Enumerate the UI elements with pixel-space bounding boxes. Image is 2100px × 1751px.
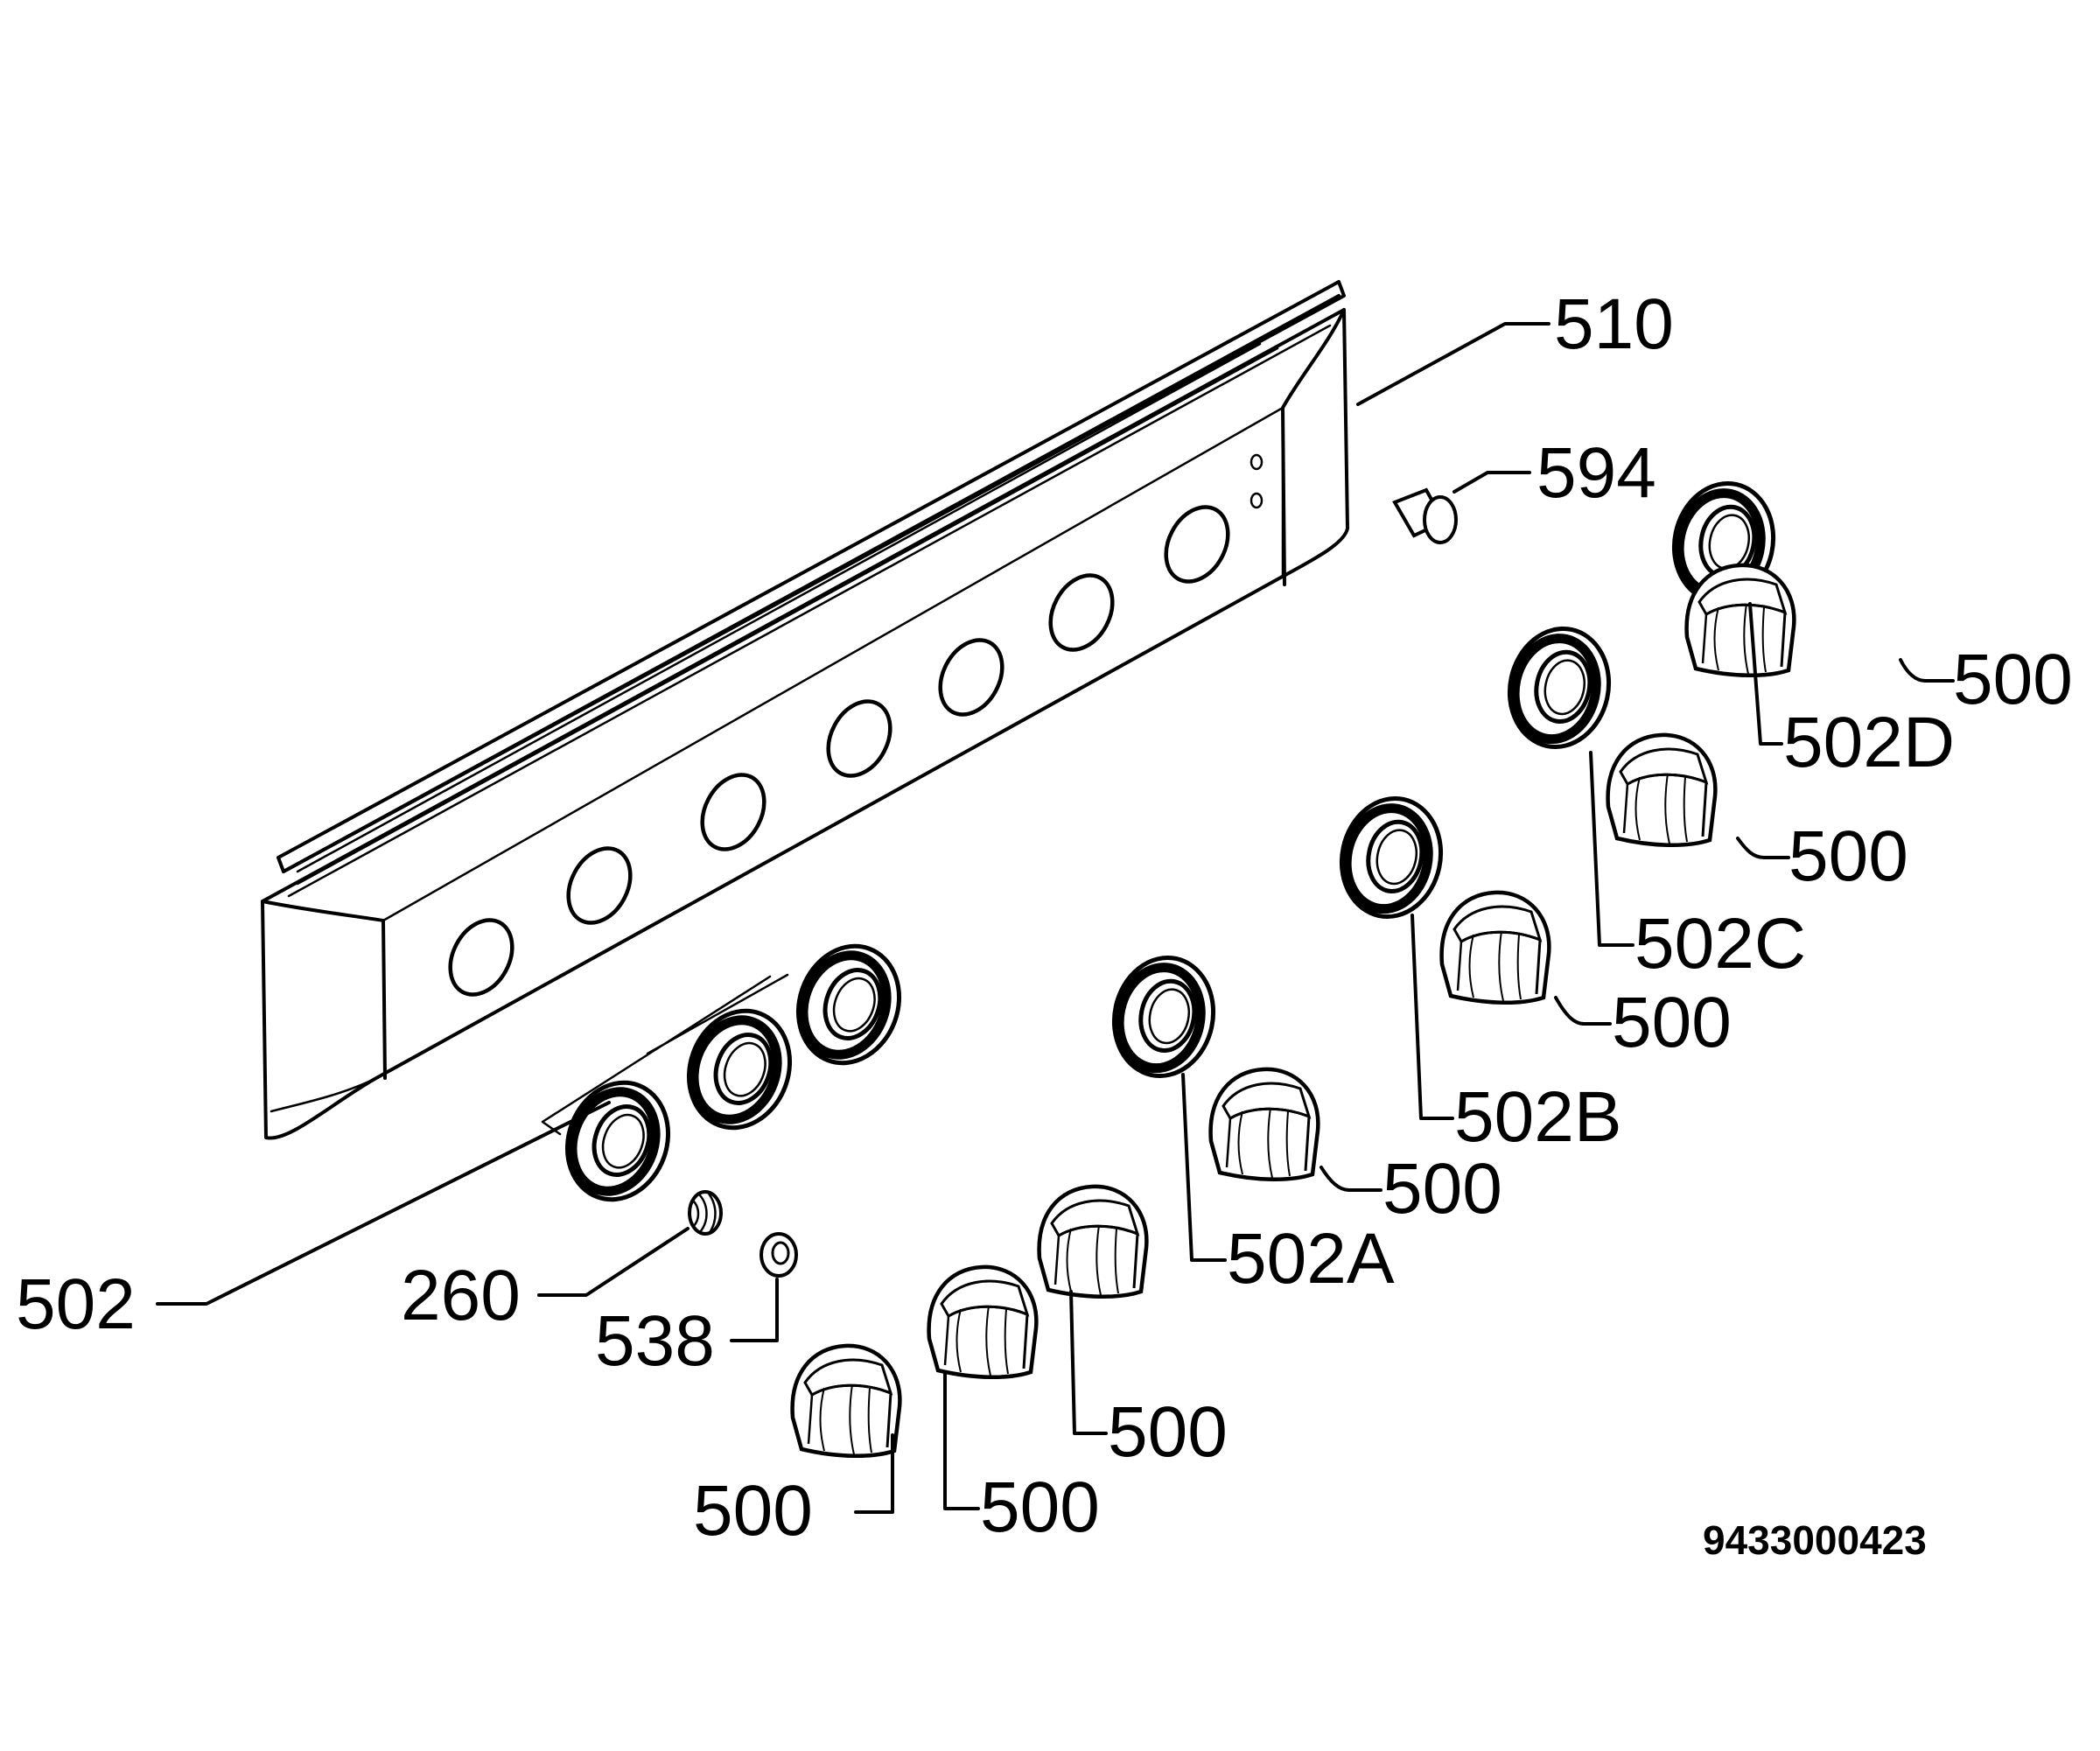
callout-502c: 502C (1634, 904, 1806, 984)
callout-500-4: 500 (1382, 1149, 1502, 1229)
bezel-502b (1331, 789, 1452, 926)
callout-502a: 502A (1227, 1219, 1395, 1299)
bezel-group-502 (551, 932, 915, 1214)
callout-510: 510 (1554, 284, 1674, 364)
callout-500-2: 500 (1788, 816, 1908, 896)
indicator-lamp (1392, 487, 1458, 544)
callout-260: 260 (401, 1256, 521, 1335)
bezel-502a (1103, 949, 1224, 1085)
callout-594: 594 (1536, 433, 1656, 513)
drawing-number: 9433000423 (1703, 1517, 1927, 1563)
callout-538: 538 (595, 1301, 715, 1381)
callout-500-5: 500 (1108, 1392, 1228, 1472)
control-panel (261, 280, 1349, 1140)
callout-500-7: 500 (693, 1471, 813, 1551)
bezel-502c (1499, 620, 1620, 756)
callout-502d: 502D (1783, 703, 1955, 782)
callout-502: 502 (16, 1264, 136, 1344)
callout-502b: 502B (1454, 1077, 1622, 1157)
bush-part (760, 1232, 798, 1278)
callout-500-3: 500 (1612, 983, 1732, 1062)
leader-lines (156, 322, 1955, 1514)
spring-part (688, 1190, 723, 1236)
callout-500-1: 500 (1953, 640, 2073, 719)
callout-500-6: 500 (980, 1467, 1100, 1547)
panel-knob-holes (448, 453, 1264, 997)
